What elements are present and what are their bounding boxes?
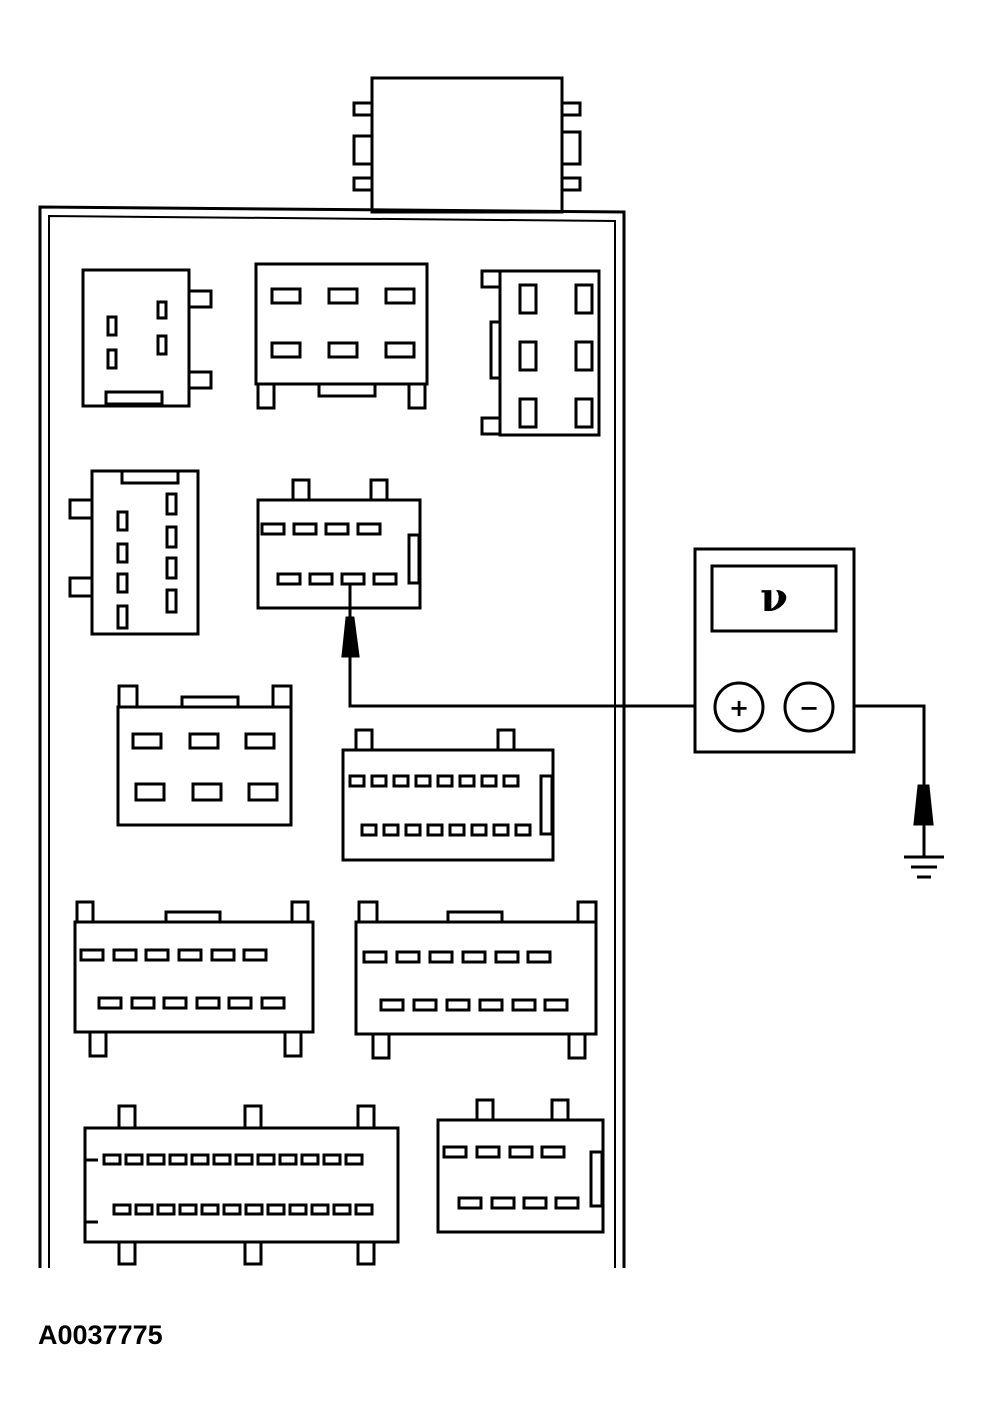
connector xyxy=(254,262,429,410)
voltmeter-display xyxy=(710,564,838,633)
connector xyxy=(81,268,213,408)
voltmeter xyxy=(693,547,856,754)
figure-id: A0037775 xyxy=(38,1320,163,1350)
top-module xyxy=(352,76,582,214)
connector xyxy=(83,1104,400,1266)
connector xyxy=(73,900,315,1058)
connector xyxy=(68,469,200,636)
negative-test-lead xyxy=(834,704,934,856)
tested-connector xyxy=(256,478,422,610)
connector xyxy=(116,684,293,827)
negative-terminal xyxy=(783,681,835,733)
voltmeter-display-symbol: ν xyxy=(760,574,788,621)
positive-test-lead xyxy=(341,584,712,708)
ground-symbol xyxy=(904,855,944,879)
negative-terminal-label: − xyxy=(799,694,819,722)
positive-terminal-label: + xyxy=(729,694,749,722)
connector xyxy=(354,900,598,1060)
fuse-box-housing xyxy=(38,205,626,1268)
connector xyxy=(436,1098,605,1234)
connector xyxy=(480,269,601,437)
connector xyxy=(341,728,555,862)
positive-terminal xyxy=(713,681,765,733)
